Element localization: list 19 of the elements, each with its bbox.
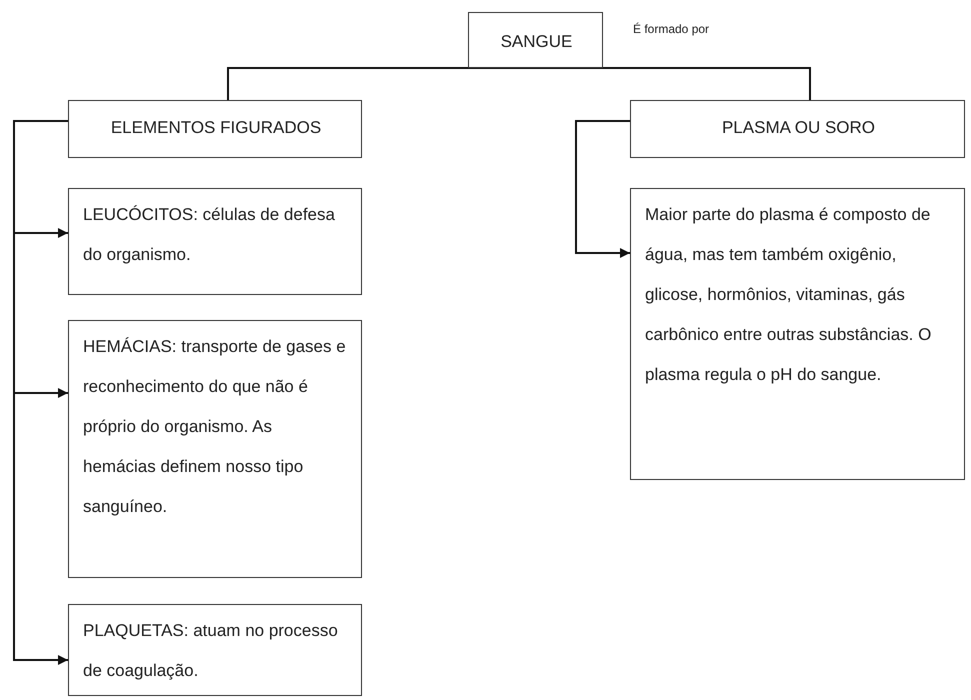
box-text: PLASMA OU SORO bbox=[720, 117, 876, 139]
heading-box bbox=[468, 12, 603, 68]
box-text: PLAQUETAS: atuam no processo de coagulação. bbox=[83, 620, 339, 682]
heading-box bbox=[68, 100, 362, 158]
box-text: SANGUE bbox=[500, 31, 574, 53]
box-text: HEMÁCIAS: transporte de gases e reconhecimento do que não é próprio do organismo. As hemácias definem nosso tipo sanguíneo. bbox=[83, 336, 347, 518]
connector-line bbox=[536, 67, 811, 100]
box-text: Maior parte do plasma é composto de água, mas tem também oxigênio, glicose, hormônios, vitaminas, gás carbônico entre outras substâncias. O plasma regula o pH do sangue. bbox=[645, 204, 932, 386]
connector-line bbox=[227, 67, 536, 100]
box-text: LEUCÓCITOS: células de defesa do organismo. bbox=[83, 204, 336, 266]
annotation-text: É formado por bbox=[633, 22, 710, 36]
text-box bbox=[68, 188, 362, 295]
box-text: ELEMENTOS FIGURADOS bbox=[110, 117, 322, 139]
text-box bbox=[68, 320, 362, 578]
arrow bbox=[575, 120, 630, 258]
text-box bbox=[630, 188, 965, 480]
arrow bbox=[13, 120, 68, 665]
heading-box bbox=[630, 100, 965, 158]
text-box bbox=[68, 604, 362, 696]
